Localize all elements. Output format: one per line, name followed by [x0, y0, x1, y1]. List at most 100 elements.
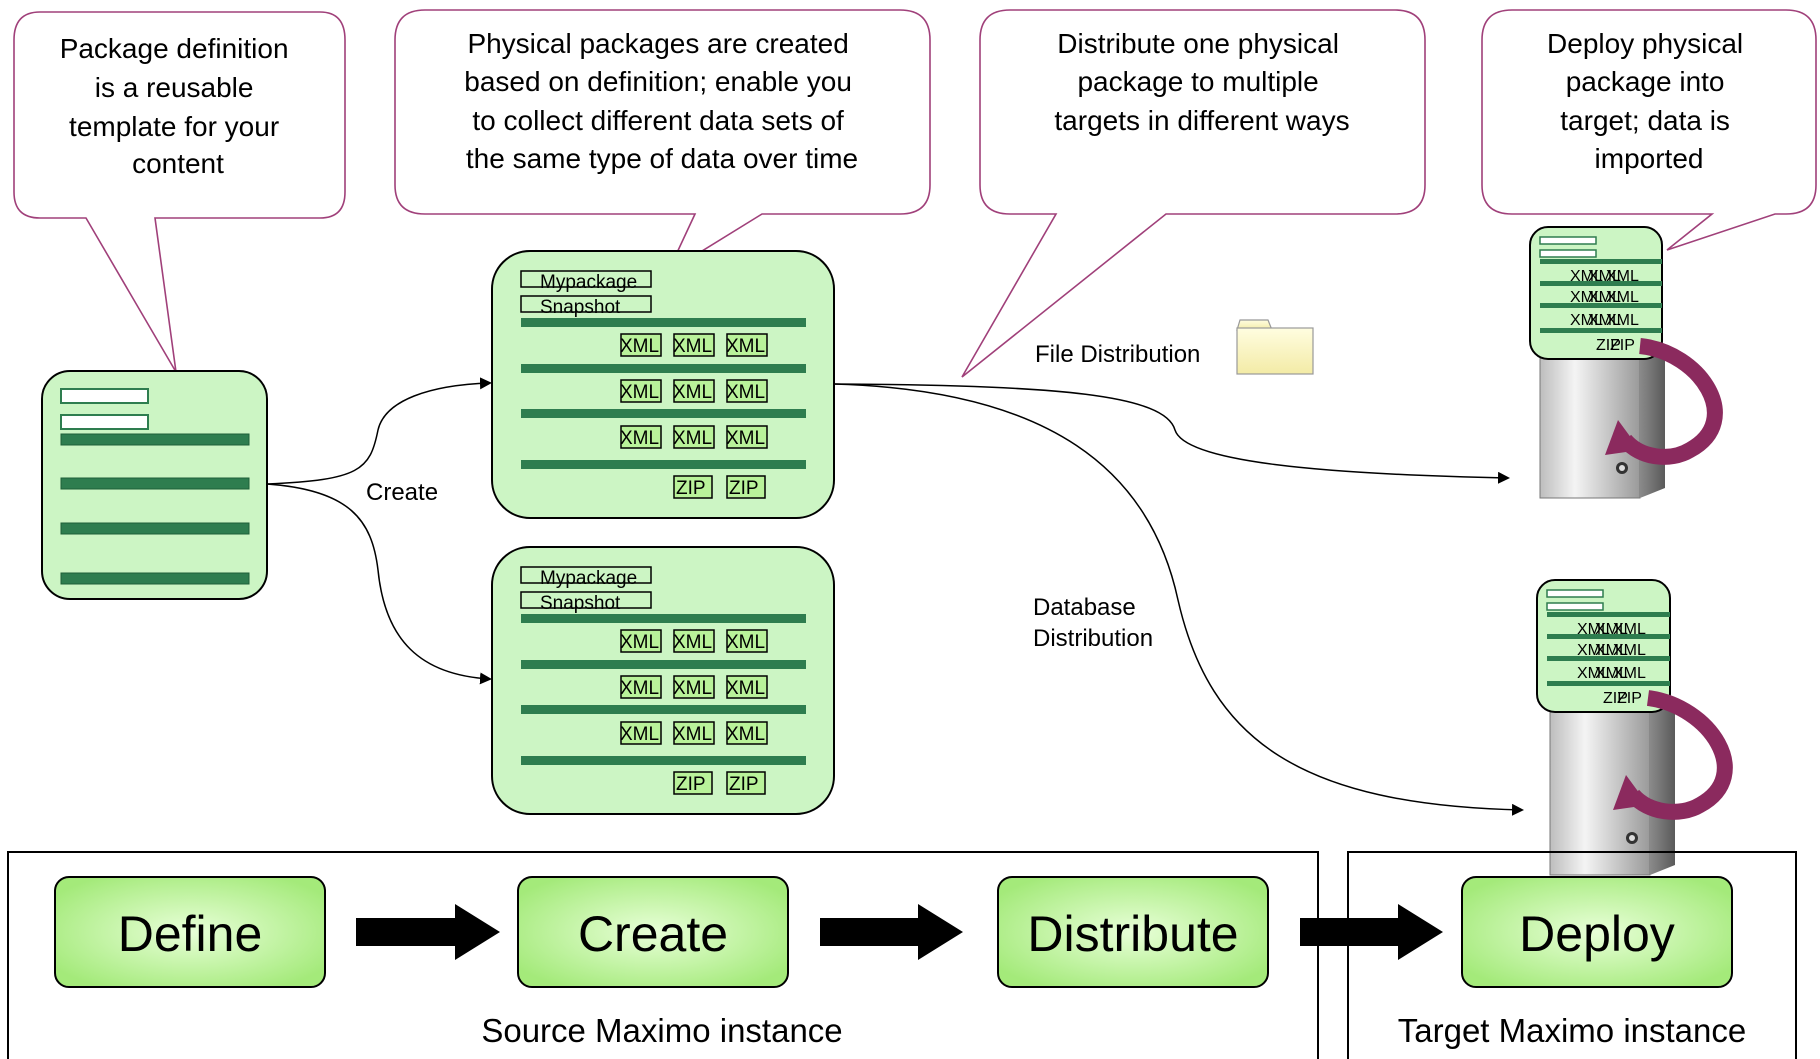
xml-label: XML: [620, 382, 659, 403]
file-distribution-label: File Distribution: [1035, 341, 1200, 368]
package-1-name: Mypackage: [540, 272, 637, 293]
callout-physical-packages: Physical packages are created based on d…: [394, 9, 931, 275]
zip-label: ZIP: [676, 478, 706, 499]
zip-label: ZIP: [1603, 690, 1628, 707]
xml-label: XML: [1570, 312, 1603, 329]
package-1-xml-row-3: XML XML XML: [620, 425, 768, 449]
step-arrow-1-icon: [356, 904, 500, 960]
zip-label: ZIP: [1617, 690, 1642, 707]
callout-distribute: Distribute one physical package to multi…: [961, 9, 1426, 378]
step-distribute: Distribute: [997, 876, 1269, 988]
callout-physical-line-3: to collect different data sets of: [472, 105, 844, 136]
callout-definition-line-1: Package definition: [60, 33, 289, 64]
folder-icon: [1236, 319, 1314, 375]
xml-label: XML: [726, 724, 765, 745]
callout-definition: Package definition is a reusable templat…: [13, 11, 346, 373]
zip-label: ZIP: [1610, 337, 1635, 354]
xml-label: XML: [1613, 642, 1646, 659]
xml-label: XML: [1588, 289, 1621, 306]
target-server-1: XML XML XML XML XML XML XML XML XML ZIP …: [1529, 226, 1723, 499]
package-2-snapshot: Snapshot: [540, 593, 621, 614]
package-1-snapshot: Snapshot: [540, 297, 621, 318]
step-create: Create: [517, 876, 789, 988]
callout-definition-line-3: template for your: [69, 111, 279, 142]
callout-definition-line-2: is a reusable: [95, 72, 254, 103]
create-connector-bottom: [266, 483, 492, 685]
import-arrow-2-icon: [1626, 690, 1733, 820]
xml-label: XML: [673, 678, 712, 699]
step-define: Define: [54, 876, 326, 988]
database-distribution-label-line-2: Distribution: [1033, 625, 1153, 652]
xml-label: XML: [726, 678, 765, 699]
svg-text:Physical packages are created: Physical packages are created based on d…: [464, 28, 859, 174]
source-instance-panel: Source Maximo instance: [7, 851, 1319, 1059]
package-2-xml-row-1: XML XML XML: [620, 629, 768, 653]
step-arrow-2-icon: [820, 904, 963, 960]
step-define-label: Define: [118, 906, 263, 962]
step-arrow-3-icon: [1300, 904, 1443, 960]
step-create-label: Create: [578, 906, 728, 962]
callout-physical-line-4: the same type of data over time: [466, 143, 858, 174]
package-2-zip-row: ZIP ZIP: [673, 771, 766, 795]
create-connector-top: [266, 377, 492, 485]
package-definition-box: [41, 370, 268, 600]
xml-label: XML: [1595, 621, 1628, 638]
import-arrow-1-icon: [1618, 338, 1723, 465]
zip-label: ZIP: [1596, 337, 1621, 354]
zip-label: ZIP: [729, 774, 759, 795]
callout-physical-line-2: based on definition; enable you: [464, 66, 852, 97]
xml-label: XML: [673, 382, 712, 403]
package-2-name: Mypackage: [540, 568, 637, 589]
package-1-zip-row: ZIP ZIP: [673, 475, 766, 499]
create-label: Create: [366, 479, 438, 506]
package-2-xml-row-3: XML XML XML: [620, 721, 768, 745]
database-distribution-connector: [833, 383, 1524, 816]
xml-label: XML: [1577, 621, 1610, 638]
xml-label: XML: [620, 336, 659, 357]
xml-label: XML: [620, 678, 659, 699]
xml-label: XML: [1595, 665, 1628, 682]
target-instance-panel: Target Maximo instance: [1347, 851, 1797, 1059]
xml-label: XML: [1595, 642, 1628, 659]
svg-text:Database Distribution: Database Distribution: [1033, 594, 1153, 652]
database-distribution-label-line-1: Database: [1033, 594, 1136, 621]
xml-label: XML: [673, 428, 712, 449]
xml-label: XML: [1577, 642, 1610, 659]
package-1-xml-row-1: XML XML XML: [620, 333, 768, 357]
server-1-package: XML XML XML XML XML XML XML XML XML ZIP …: [1529, 226, 1663, 360]
xml-label: XML: [1588, 268, 1621, 285]
xml-label: XML: [620, 724, 659, 745]
zip-label: ZIP: [676, 774, 706, 795]
xml-label: XML: [1606, 289, 1639, 306]
xml-label: XML: [1606, 312, 1639, 329]
xml-label: XML: [726, 336, 765, 357]
xml-label: XML: [673, 724, 712, 745]
callout-deploy-line-1: Deploy physical: [1547, 28, 1743, 59]
callout-deploy-line-3: target; data is: [1560, 105, 1730, 136]
xml-label: XML: [1613, 665, 1646, 682]
xml-label: XML: [1606, 268, 1639, 285]
target-server-2: XML XML XML XML XML XML XML XML XML ZIP …: [1536, 579, 1733, 876]
callout-deploy-line-2: package into: [1566, 66, 1725, 97]
physical-package-2: Mypackage Snapshot XML XML XML XML XML X…: [491, 546, 835, 815]
target-instance-label: Target Maximo instance: [1398, 1012, 1746, 1049]
xml-label: XML: [673, 632, 712, 653]
step-deploy: Deploy: [1461, 876, 1733, 988]
file-distribution-connector: [833, 383, 1510, 484]
callout-deploy: Deploy physical package into target; dat…: [1481, 9, 1817, 251]
physical-package-1: Mypackage Snapshot XML XML XML XML XML X…: [491, 250, 835, 519]
svg-text:Deploy physical package: Deploy physical package into target; dat…: [1547, 28, 1751, 174]
xml-label: XML: [1570, 268, 1603, 285]
xml-label: XML: [620, 632, 659, 653]
callout-distribute-line-1: Distribute one physical: [1057, 28, 1339, 59]
package-2-xml-row-2: XML XML XML: [620, 675, 768, 699]
package-1-xml-row-2: XML XML XML: [620, 379, 768, 403]
step-deploy-label: Deploy: [1519, 906, 1675, 962]
svg-text:Distribute one physical: Distribute one physical package to multi…: [1054, 28, 1349, 136]
zip-label: ZIP: [729, 478, 759, 499]
svg-text:Package definition is a: Package definition is a reusable templat…: [60, 33, 297, 179]
xml-label: XML: [1588, 312, 1621, 329]
xml-label: XML: [726, 632, 765, 653]
callout-physical-line-1: Physical packages are created: [467, 28, 848, 59]
